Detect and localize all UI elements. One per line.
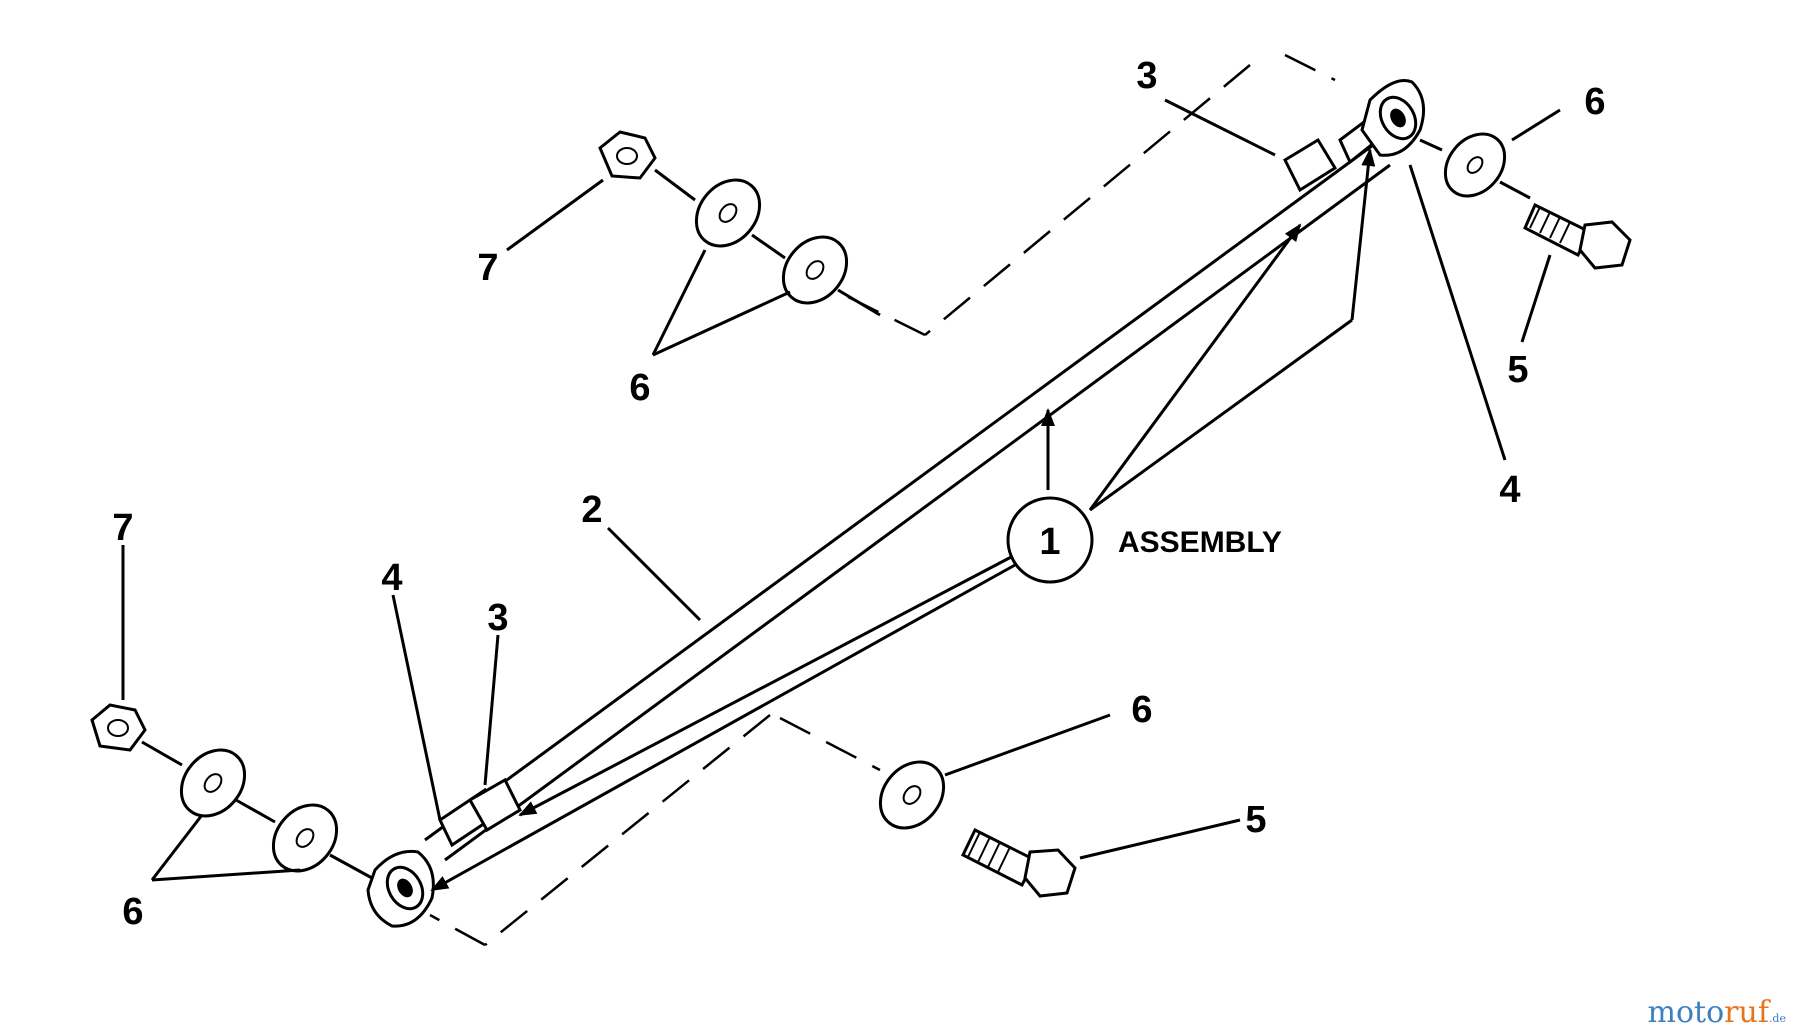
callout-1: 1 (1039, 521, 1060, 563)
hardware-top-left (598, 130, 881, 317)
callout-4-left: 4 (381, 557, 402, 599)
rod-end-right (1283, 79, 1426, 193)
hardware-bottom-left (90, 703, 373, 880)
callout-7-top: 7 (477, 247, 498, 289)
assembly-label: ASSEMBLY (1118, 526, 1282, 559)
callout-1-circle (1006, 496, 1094, 584)
callout-3-top: 3 (1136, 55, 1157, 97)
callout-2: 2 (581, 489, 602, 531)
watermark-part1: moto (1647, 995, 1725, 1030)
callout-7-left: 7 (112, 507, 133, 549)
leader-lines (121, 98, 1561, 882)
watermark-part2: ruf (1724, 995, 1769, 1030)
watermark-logo: motoruf.de (1648, 995, 1786, 1030)
watermark-suffix: .de (1768, 1012, 1786, 1025)
callout-6-bottom-left: 6 (122, 891, 143, 933)
assembly-arrows (430, 148, 1376, 892)
callout-5-right: 5 (1507, 349, 1528, 391)
callout-6-top-right: 6 (1584, 81, 1605, 123)
hardware-top-right (1419, 132, 1632, 270)
callout-6-top-left: 6 (629, 367, 650, 409)
rod-end-left (366, 777, 522, 928)
callout-5-bottom: 5 (1245, 799, 1266, 841)
callout-6-bottom-right: 6 (1131, 689, 1152, 731)
callout-4-right: 4 (1499, 469, 1520, 511)
hardware-bottom-right (878, 760, 1077, 898)
callout-3-bottom: 3 (487, 597, 508, 639)
dashed-alignment-lines (429, 53, 1336, 947)
tie-rod (424, 138, 1391, 862)
